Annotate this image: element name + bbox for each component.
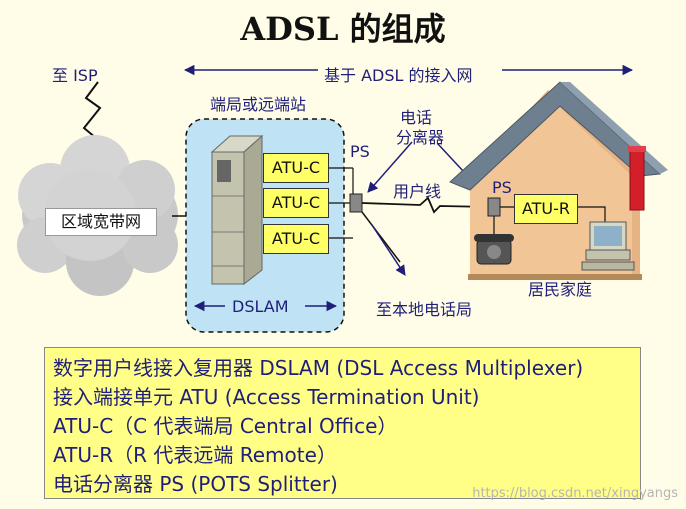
to-isp-label: 至 ISP xyxy=(52,66,98,85)
watermark: https://blog.csdn.net/xingyangs xyxy=(472,486,678,501)
telephone-device xyxy=(474,234,514,265)
central-office-label: 端局或远端站 xyxy=(210,95,307,114)
dslam-chassis xyxy=(210,134,264,286)
splitter-label-line1: 电话 xyxy=(400,108,433,127)
user-line-wire xyxy=(361,196,493,214)
atu-r: ATU-R xyxy=(514,194,578,224)
page-title: ADSL 的组成 xyxy=(240,10,446,48)
ps-left-device xyxy=(349,193,363,213)
legend-box: 数字用户线接入复用器 DSLAM (DSL Access Multiplexer… xyxy=(44,347,641,499)
ps-right-device xyxy=(487,197,501,217)
splitter-label-line2: 分离器 xyxy=(396,128,445,147)
atu-c-2: ATU-C xyxy=(263,188,329,218)
ps-left-label: PS xyxy=(350,142,370,161)
legend-item-atu: 接入端接单元 ATU (Access Termination Unit) xyxy=(53,385,480,409)
user-line-label: 用户线 xyxy=(393,182,442,201)
dslam-label: DSLAM xyxy=(232,297,289,316)
broadband-network-label: 区域宽带网 xyxy=(45,208,157,236)
adsl-access-network-label: 基于 ADSL 的接入网 xyxy=(324,66,473,85)
legend-item-atu-c: ATU-C（C 代表端局 Central Office） xyxy=(53,414,398,438)
ps-right-label: PS xyxy=(492,178,512,197)
to-local-phone-office-label: 至本地电话局 xyxy=(376,300,473,319)
legend-item-ps: 电话分离器 PS (POTS Splitter) xyxy=(53,472,338,496)
legend-item-atu-r: ATU-R（R 代表远端 Remote） xyxy=(53,443,337,467)
computer-device xyxy=(581,221,635,271)
atu-c-1: ATU-C xyxy=(263,153,329,183)
atu-c-3: ATU-C xyxy=(263,224,329,254)
legend-item-dslam: 数字用户线接入复用器 DSLAM (DSL Access Multiplexer… xyxy=(53,356,584,380)
home-label: 居民家庭 xyxy=(528,280,593,299)
